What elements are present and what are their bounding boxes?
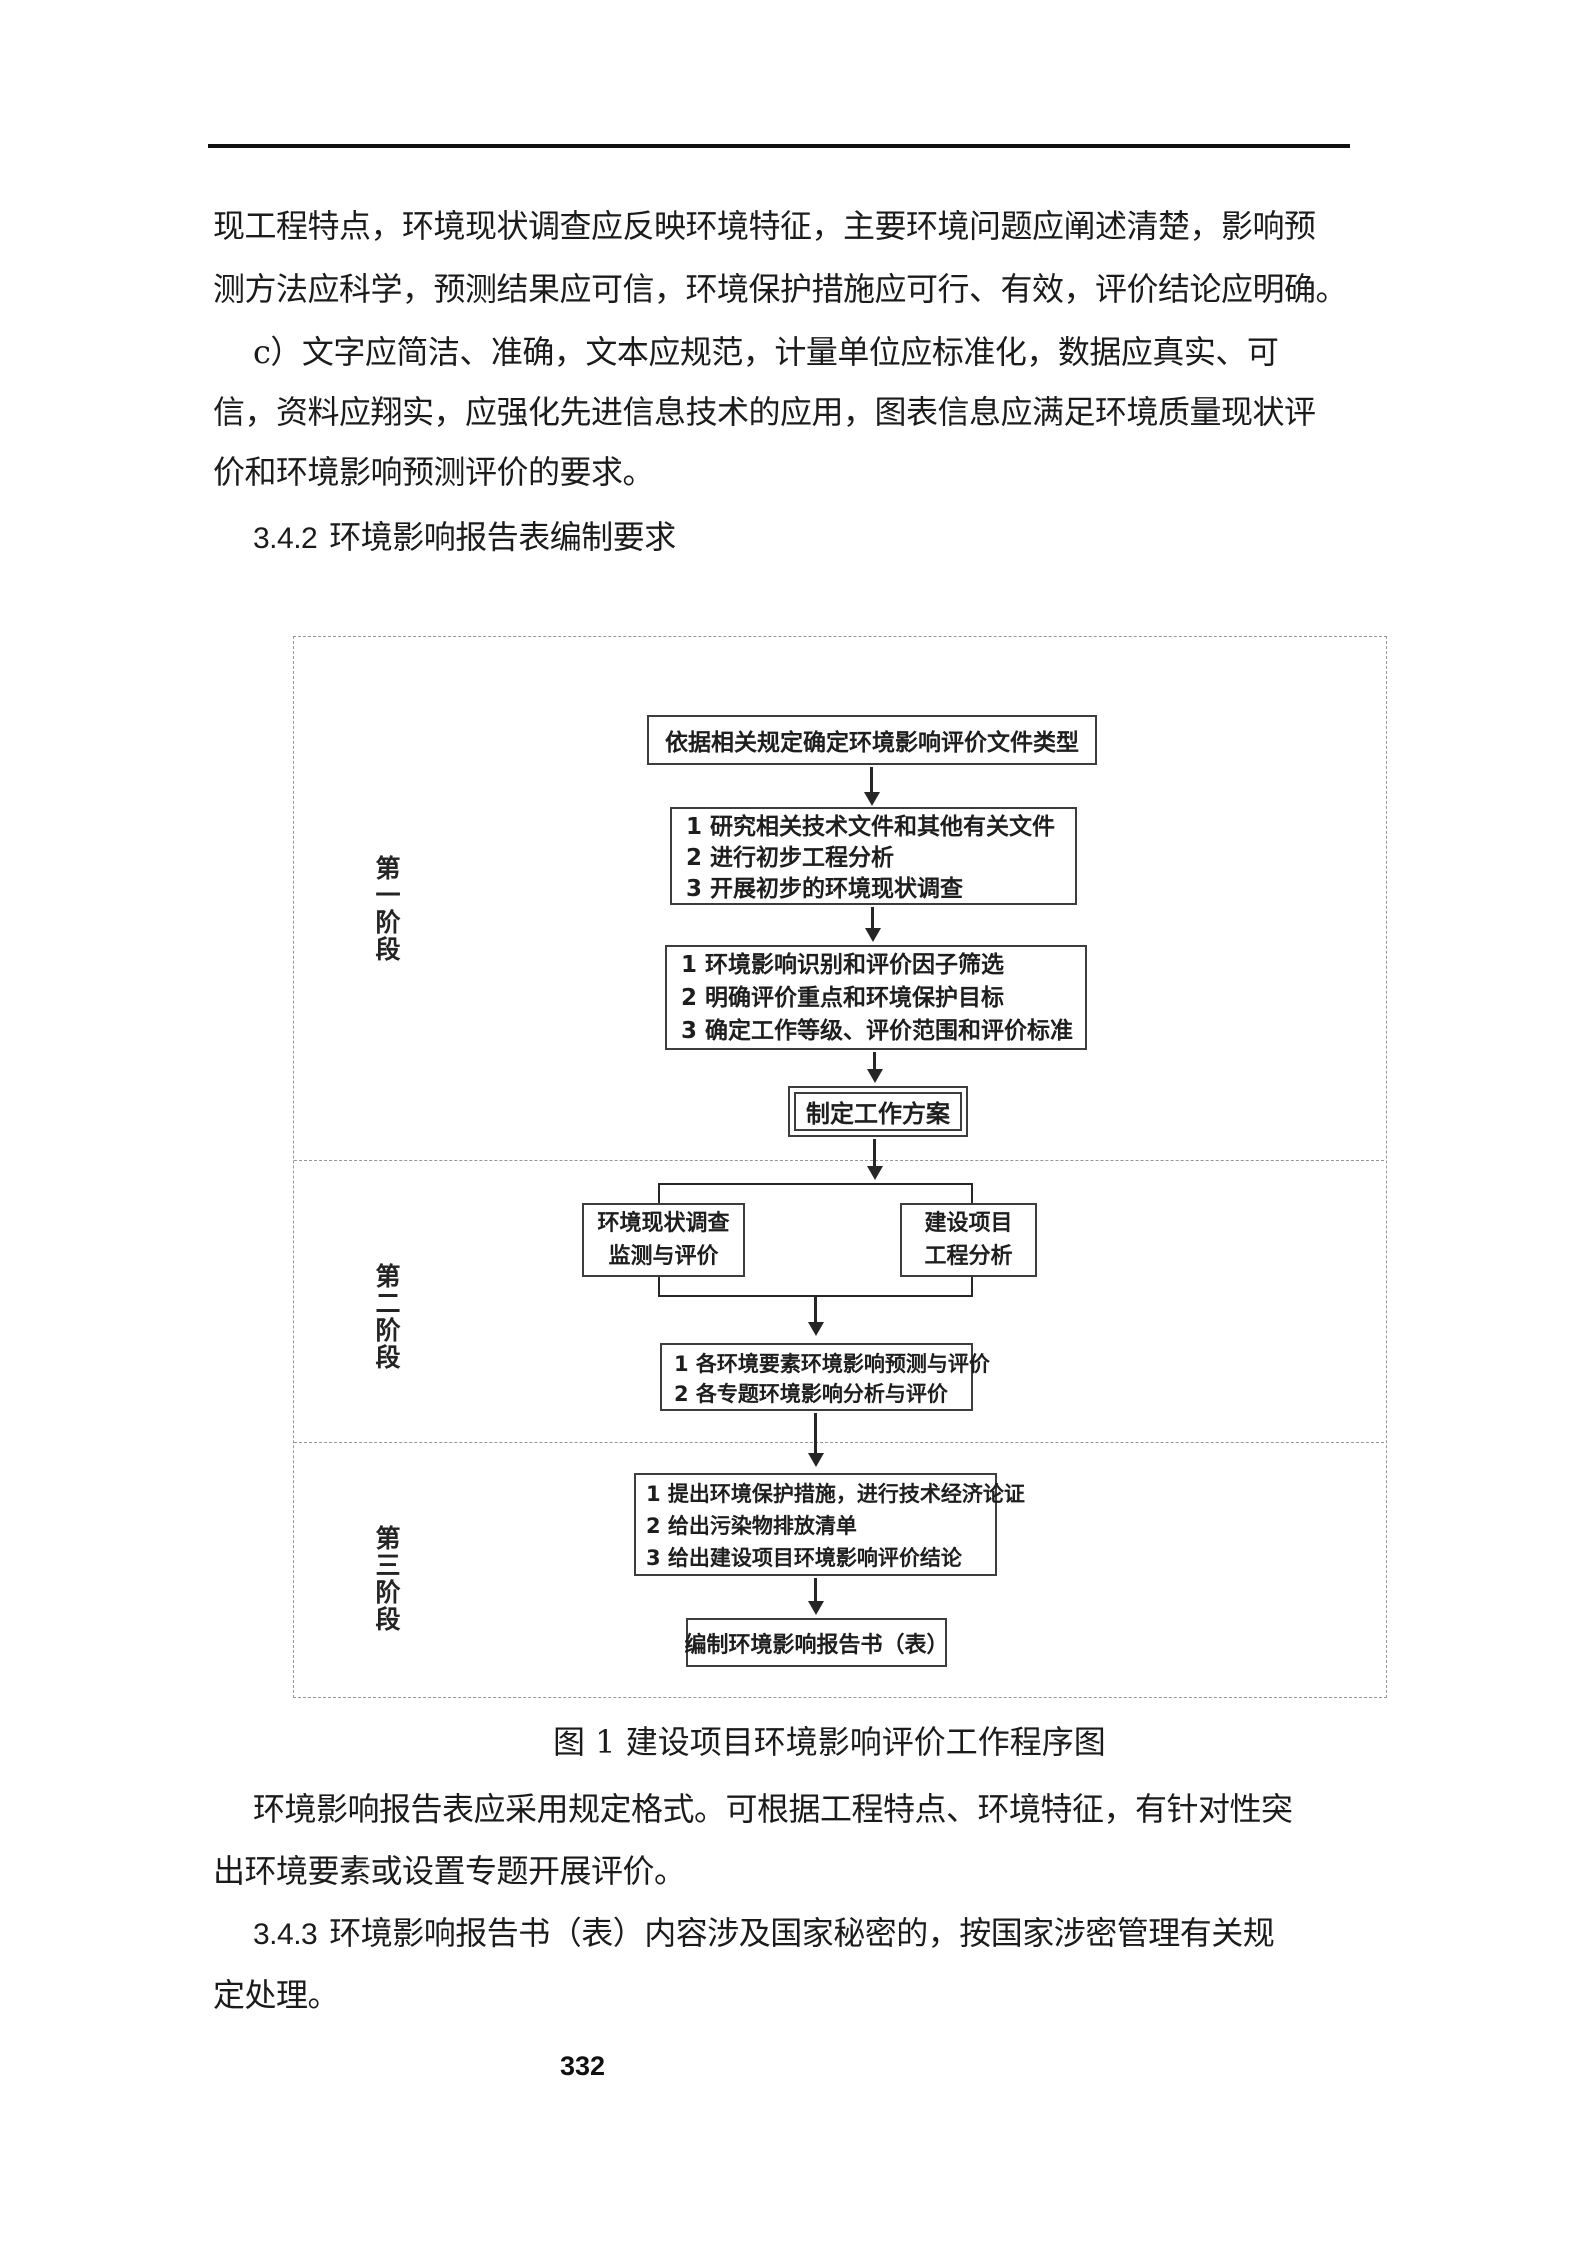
section-title: 环境影响报告表编制要求 <box>329 518 676 556</box>
stage-label-3: 第三阶段 <box>372 1525 401 1633</box>
flow-box-label: 依据相关规定确定环境影响评价文件类型 <box>665 730 1079 756</box>
arrow-head-icon <box>865 928 881 942</box>
flow-box-impact-identification: 1 环境影响识别和评价因子筛选 2 明确评价重点和环境保护目标 3 确定工作等级… <box>665 945 1087 1050</box>
flow-box-work-plan: 制定工作方案 <box>788 1086 968 1137</box>
arrow-head-icon <box>864 792 880 806</box>
flow-arrow-6 <box>814 1413 817 1456</box>
arrow-head-icon <box>867 1069 883 1083</box>
flow-box-compile-report: 编制环境影响报告书（表） <box>684 1618 949 1667</box>
header-rule <box>208 144 1350 148</box>
body-line: 现工程特点，环境现状调查应反映环境特征，主要环境问题应阐述清楚，影响预 <box>213 207 1316 245</box>
flow-box-line: 2 各专题环境影响分析与评价 <box>674 1382 948 1406</box>
body-line: 定处理。 <box>213 1976 340 2014</box>
body-line: 价和环境影响预测评价的要求。 <box>213 453 655 491</box>
flow-box-label: 制定工作方案 <box>806 1100 950 1128</box>
flow-box-line: 1 环境影响识别和评价因子筛选 <box>681 952 1005 978</box>
section-heading-342: 3.4.2 环境影响报告表编制要求 <box>253 517 676 559</box>
flow-arrow-2 <box>871 907 874 931</box>
stage-label-2: 第二阶段 <box>372 1263 401 1371</box>
flow-box-line: 2 给出污染物排放清单 <box>646 1514 857 1538</box>
flow-box-line: 1 研究相关技术文件和其他有关文件 <box>686 814 1056 840</box>
flow-box-line: 3 确定工作等级、评价范围和评价标准 <box>681 1018 1074 1044</box>
page-number: 332 <box>560 2051 606 2081</box>
flow-box-label: 编制环境影响报告书（表） <box>684 1632 949 1658</box>
section-heading-343: 3.4.3 环境影响报告书（表）内容涉及国家秘密的，按国家涉密管理有关规 <box>253 1913 1275 1955</box>
figure-caption: 图 1 建设项目环境影响评价工作程序图 <box>553 1723 1106 1761</box>
body-line: 信，资料应翔实，应强化先进信息技术的应用，图表信息应满足环境质量现状评 <box>213 393 1316 431</box>
connector-bottom <box>658 1295 973 1297</box>
flow-box-preliminary-study: 1 研究相关技术文件和其他有关文件 2 进行初步工程分析 3 开展初步的环境现状… <box>670 807 1077 905</box>
body-line: 环境影响报告表应采用规定格式。可根据工程特点、环境特征，有针对性突 <box>253 1790 1293 1828</box>
section-number: 3.4.2 <box>253 522 318 555</box>
flow-box-line: 工程分析 <box>924 1244 1013 1269</box>
arrow-head-icon <box>867 1166 883 1180</box>
flow-box-line: 2 进行初步工程分析 <box>686 845 895 871</box>
flow-arrow-5 <box>814 1297 817 1325</box>
connector-top <box>658 1183 973 1185</box>
flowchart-frame <box>293 636 1387 1698</box>
arrow-head-icon <box>808 1601 824 1615</box>
flow-arrow-1 <box>870 767 873 795</box>
flow-box-line: 1 提出环境保护措施，进行技术经济论证 <box>646 1482 1025 1506</box>
section-text: 环境影响报告书（表）内容涉及国家秘密的，按国家涉密管理有关规 <box>329 1914 1275 1952</box>
flow-box-protection-measures: 1 提出环境保护措施，进行技术经济论证 2 给出污染物排放清单 3 给出建设项目… <box>634 1473 1025 1576</box>
flow-arrow-4 <box>873 1139 876 1169</box>
section-number: 3.4.3 <box>253 1918 318 1951</box>
stage-divider-1 <box>294 1160 1384 1161</box>
arrow-head-icon <box>808 1322 824 1336</box>
stage-label-1: 第一阶段 <box>372 855 401 963</box>
flow-box-line: 建设项目 <box>924 1211 1013 1236</box>
flow-box-line: 3 给出建设项目环境影响评价结论 <box>646 1546 962 1570</box>
flow-arrow-3 <box>873 1052 876 1072</box>
body-line: 测方法应科学，预测结果应可信，环境保护措施应可行、有效，评价结论应明确。 <box>213 270 1348 308</box>
body-line: 出环境要素或设置专题开展评价。 <box>213 1852 686 1890</box>
flow-box-prediction-evaluation: 1 各环境要素环境影响预测与评价 2 各专题环境影响分析与评价 <box>660 1343 990 1411</box>
stage-divider-2 <box>294 1442 1384 1443</box>
flow-box-line: 1 各环境要素环境影响预测与评价 <box>674 1352 990 1376</box>
flow-box-status-survey: 环境现状调查 监测与评价 <box>582 1203 745 1277</box>
flow-arrow-7 <box>814 1578 817 1604</box>
flow-box-file-type: 依据相关规定确定环境影响评价文件类型 <box>647 715 1097 765</box>
flow-box-line: 环境现状调查 <box>597 1211 730 1236</box>
flow-box-line: 监测与评价 <box>608 1244 719 1269</box>
arrow-head-icon <box>808 1453 824 1467</box>
flow-box-project-analysis: 建设项目 工程分析 <box>900 1203 1037 1277</box>
flow-box-line: 2 明确评价重点和环境保护目标 <box>681 985 1005 1011</box>
flow-box-line: 3 开展初步的环境现状调查 <box>686 876 964 902</box>
body-line: c）文字应简洁、准确，文本应规范，计量单位应标准化，数据应真实、可 <box>253 333 1279 371</box>
